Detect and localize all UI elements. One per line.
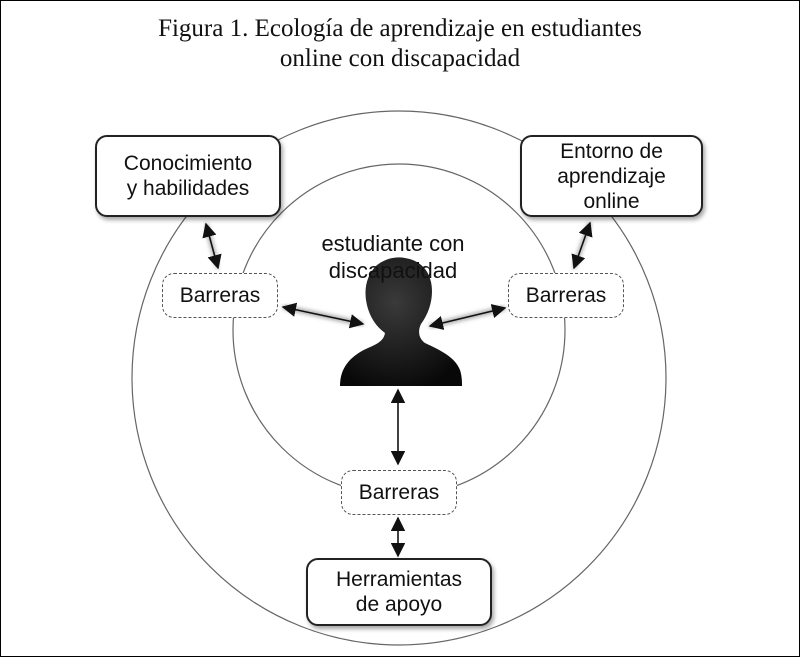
person-silhouette-icon [340,257,462,386]
support-tools-box: Herramientas de apoyo [306,558,492,626]
arrow-environment-barrier [571,221,593,270]
student-label-line-1: estudiante con [321,231,465,256]
online-environment-box: Entorno de aprendizaje online [520,135,703,217]
figure-title-line-1: Figura 1. Ecología de aprendizaje en est… [158,15,642,42]
tools-line-2: de apoyo [355,593,443,616]
environment-line-2: aprendizaje [557,164,666,188]
figure-title-line-2: online con discapacidad [279,45,521,72]
tools-line-1: Herramientas [335,568,463,591]
barrier-bottom-label: Barreras [358,481,440,504]
knowledge-line-2: y habilidades [126,177,250,200]
arrow-left-barrier-student [281,302,365,329]
knowledge-line-1: Conocimiento [123,152,253,175]
figure-title: Figura 1. Ecología de aprendizaje en est… [0,14,800,74]
barrier-bottom-box: Barreras [341,470,457,515]
knowledge-skills-box: Conocimiento y habilidades [95,135,281,217]
environment-line-1: Entorno de [560,139,663,163]
barrier-left-box: Barreras [162,273,278,318]
environment-line-3: online [583,189,640,213]
arrow-right-barrier-student [428,304,507,330]
barrier-right-label: Barreras [525,284,607,307]
outer-ring [131,110,667,646]
barrier-left-label: Barreras [179,284,261,307]
arrow-knowledge-barrier [202,222,222,270]
barrier-right-box: Barreras [508,273,624,318]
student-label: estudiante con discapacidad [288,230,498,284]
student-label-line-2: discapacidad [328,258,458,283]
